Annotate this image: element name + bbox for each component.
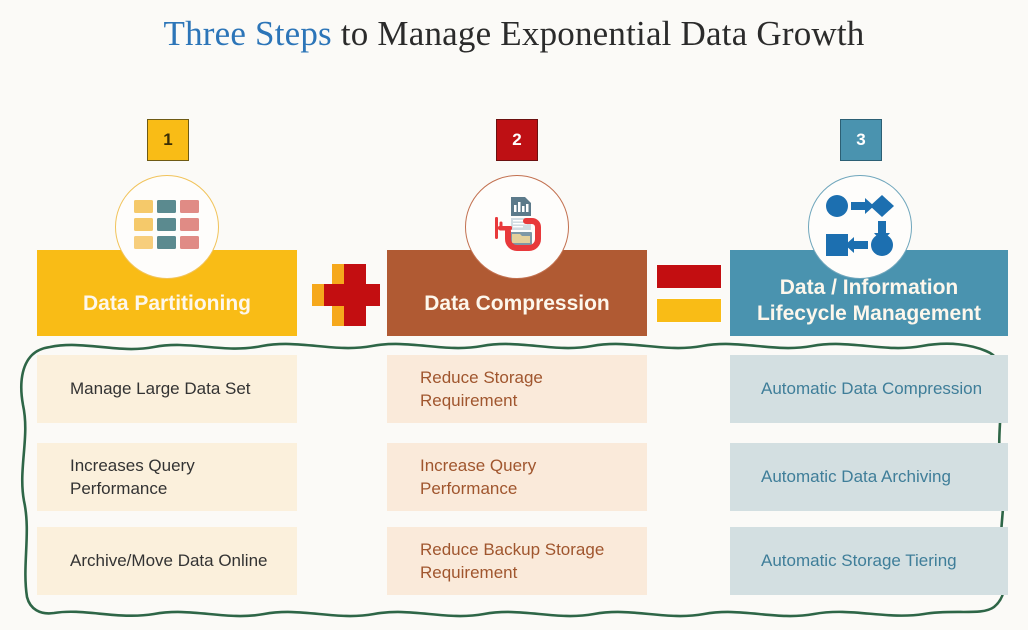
step-icon-circle-1 [115,175,219,279]
benefit-item[interactable]: Automatic Data Compression [730,355,1008,423]
step-badge-2: 2 [496,119,538,161]
benefit-item[interactable]: Manage Large Data Set [37,355,297,423]
step-icon-circle-3 [808,175,912,279]
benefit-label: Automatic Storage Tiering [761,551,957,571]
step-header-label-1: Data Partitioning [82,292,251,316]
page-title-accent: Three Steps [163,14,332,53]
data-grid-icon [134,199,200,255]
benefit-label: Automatic Data Archiving [761,467,951,487]
equals-bar-bottom [656,298,722,323]
benefit-item[interactable]: Reduce Storage Requirement [387,355,647,423]
benefit-item[interactable]: Increases Query Performance [37,443,297,511]
benefit-label: Reduce Backup Storage Requirement [420,539,605,582]
benefit-label: Increase Query Performance [420,455,537,498]
plus-icon [310,258,382,330]
equals-bar-top [656,264,722,289]
benefit-label: Reduce Storage Requirement [420,367,543,410]
step-header-label-3: Data / Information Lifecycle Management [756,276,982,325]
step-header-lifecycle-management[interactable]: Data / Information Lifecycle Management [730,250,1008,336]
benefit-label: Increases Query Performance [70,455,195,498]
step-icon-circle-2 [465,175,569,279]
benefit-item[interactable]: Automatic Storage Tiering [730,527,1008,595]
clamp-compress-documents-icon [481,193,553,262]
step-header-label-2: Data Compression [424,292,610,316]
lifecycle-flow-icon [824,194,896,261]
benefit-label: Archive/Move Data Online [70,551,268,571]
benefit-label: Manage Large Data Set [70,379,251,399]
benefit-item[interactable]: Reduce Backup Storage Requirement [387,527,647,595]
step-badge-3: 3 [840,119,882,161]
equals-icon [656,264,722,328]
step-badge-1: 1 [147,119,189,161]
benefit-item[interactable]: Automatic Data Archiving [730,443,1008,511]
page-title: Three Steps to Manage Exponential Data G… [0,14,1028,54]
page-title-rest: to Manage Exponential Data Growth [331,14,865,53]
benefits-panel-border [14,337,1014,622]
benefit-item[interactable]: Increase Query Performance [387,443,647,511]
benefit-item[interactable]: Archive/Move Data Online [37,527,297,595]
benefit-label: Automatic Data Compression [761,379,983,399]
